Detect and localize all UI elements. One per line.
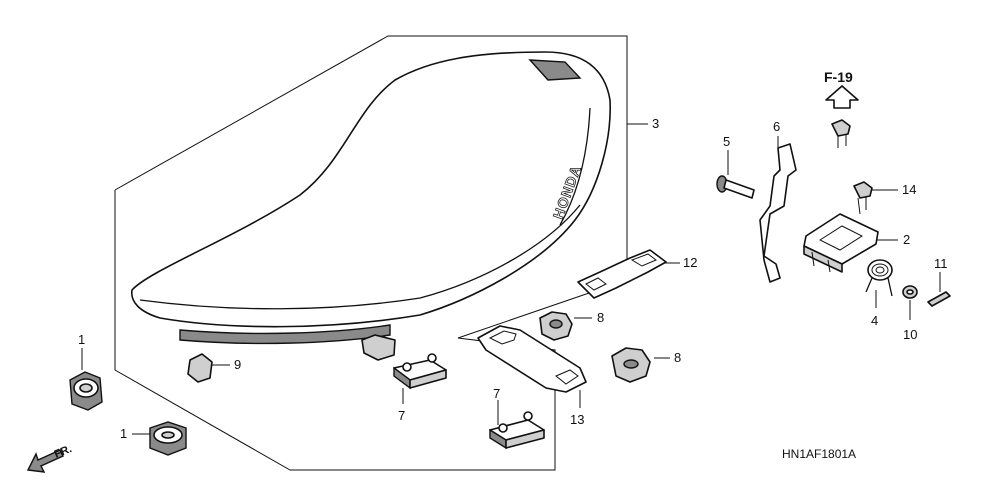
callout-6: 6	[773, 119, 780, 134]
callout-9: 9	[234, 357, 241, 372]
part-11[interactable]	[927, 291, 951, 307]
reference-arrow-icon	[825, 85, 859, 109]
part-7-left[interactable]	[393, 353, 447, 390]
callout-8-center: 8	[597, 310, 604, 325]
front-direction-label: FR.	[53, 443, 74, 461]
callout-7-left: 7	[398, 408, 405, 423]
part-12[interactable]	[577, 249, 667, 299]
part-9[interactable]	[187, 353, 213, 383]
callout-5: 5	[723, 134, 730, 149]
front-arrow-icon	[26, 449, 64, 473]
part-5[interactable]	[716, 175, 755, 199]
part-4[interactable]	[865, 259, 893, 297]
callout-1-lower: 1	[120, 426, 127, 441]
part-6[interactable]	[759, 143, 797, 283]
callout-4: 4	[871, 313, 878, 328]
callout-10: 10	[903, 327, 917, 342]
callout-7-right: 7	[493, 386, 500, 401]
part-8-right[interactable]	[611, 347, 651, 383]
callout-1-upper: 1	[78, 332, 85, 347]
front-direction: FR.	[26, 443, 74, 473]
seat-assembly[interactable]: HONDA	[131, 51, 611, 361]
callout-3: 3	[652, 116, 659, 131]
callout-12: 12	[683, 255, 697, 270]
bolt-under-f19[interactable]	[831, 119, 851, 148]
reference-f19: F-19	[824, 69, 853, 85]
part-8-center[interactable]	[539, 311, 573, 341]
callout-11: 11	[934, 256, 948, 271]
callout-13: 13	[570, 412, 584, 427]
part-13[interactable]	[477, 325, 587, 393]
callout-2: 2	[903, 232, 910, 247]
callout-8-right: 8	[674, 350, 681, 365]
part-2[interactable]	[803, 213, 879, 273]
part-1-upper[interactable]	[69, 371, 103, 411]
part-7-right[interactable]	[489, 411, 545, 450]
part-14[interactable]	[853, 181, 873, 215]
drawing-code: HN1AF1801A	[782, 447, 856, 461]
part-1-lower[interactable]	[149, 421, 187, 456]
part-10[interactable]	[902, 285, 918, 299]
callout-14: 14	[902, 182, 916, 197]
